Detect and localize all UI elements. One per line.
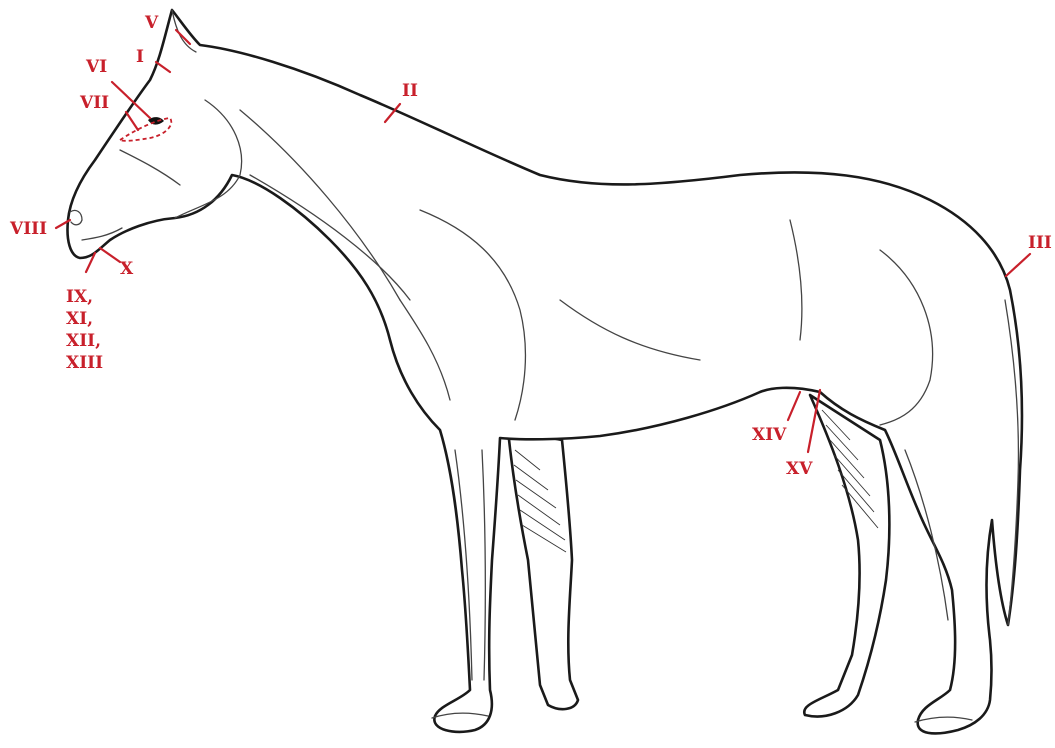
label-x: X xyxy=(120,258,133,280)
label-xv: XV xyxy=(786,458,812,480)
label-mouth-group: IX, XI, XII, XIII xyxy=(66,286,103,374)
far-hindleg xyxy=(804,395,889,716)
label-i: I xyxy=(136,46,144,68)
label-xii: XII, xyxy=(66,330,103,352)
far-foreleg xyxy=(508,430,578,709)
label-ii: II xyxy=(402,80,418,102)
label-xiv: XIV xyxy=(752,424,786,446)
label-ix: IX, xyxy=(66,286,103,308)
label-iii: III xyxy=(1028,232,1052,254)
label-vi: VI xyxy=(86,56,107,78)
label-vii: VII xyxy=(80,92,109,114)
label-xi: XI, xyxy=(66,308,103,330)
label-xiii: XIII xyxy=(66,352,103,374)
label-v: V xyxy=(145,12,158,34)
label-viii: VIII xyxy=(10,218,47,240)
